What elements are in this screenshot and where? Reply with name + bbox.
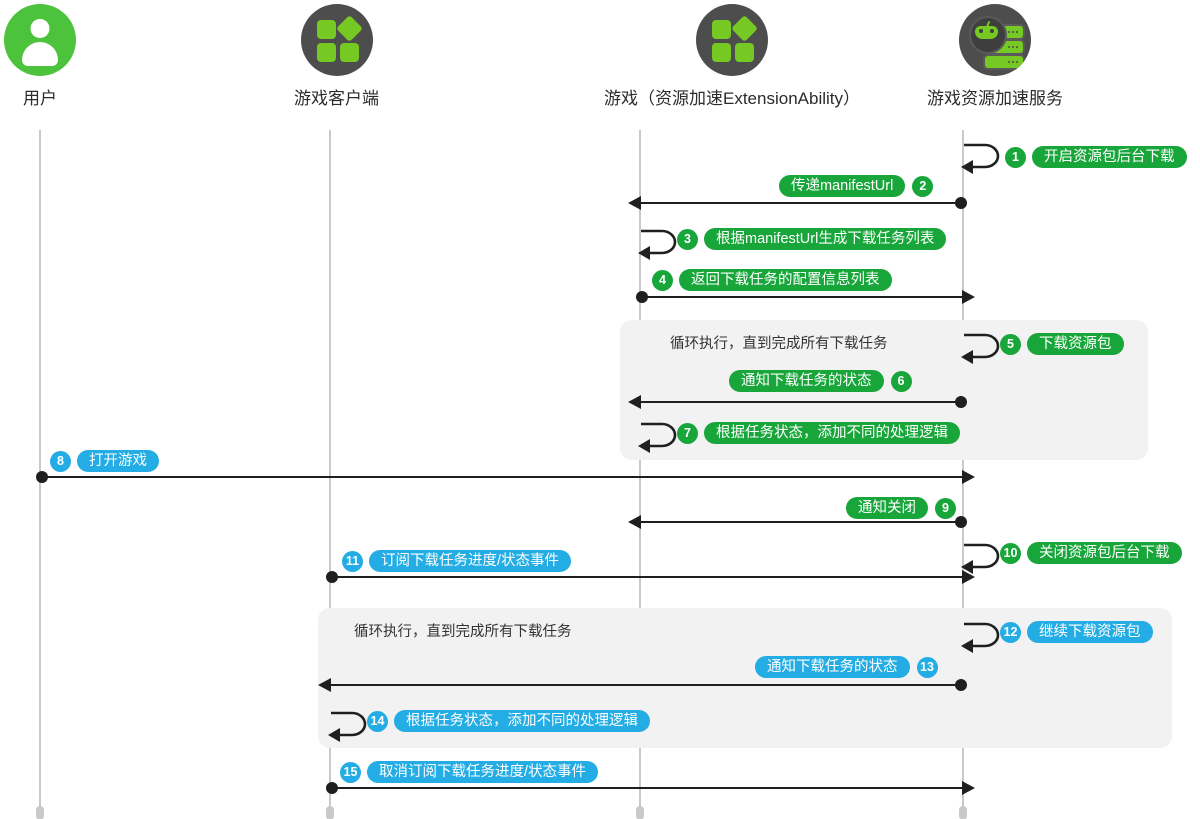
message-6-text: 通知下载任务的状态 xyxy=(729,370,884,392)
self-loop-arrow-7 xyxy=(638,420,677,454)
message-2-arrow xyxy=(628,196,967,210)
message-4-text: 返回下载任务的配置信息列表 xyxy=(679,269,892,291)
message-15-arrow xyxy=(326,781,975,795)
message-2-text: 传递manifestUrl xyxy=(779,175,906,197)
message-8-number: 8 xyxy=(50,450,71,472)
message-3-text: 根据manifestUrl生成下载任务列表 xyxy=(704,228,947,250)
message-10-label: 10 关闭资源包后台下载 xyxy=(1000,542,1182,564)
message-11-arrow xyxy=(326,570,975,584)
message-6-number: 6 xyxy=(890,370,912,392)
message-7-number: 7 xyxy=(677,422,698,444)
actor-game-client[interactable]: 游戏客户端 xyxy=(294,4,379,107)
message-11-label: 11 订阅下载任务进度/状态事件 xyxy=(342,550,572,572)
lifeline-client xyxy=(326,130,334,819)
message-4-number: 4 xyxy=(652,269,673,291)
user-avatar-icon xyxy=(4,4,76,76)
actor-label-extension-ability: 游戏（资源加速ExtensionAbility） xyxy=(604,89,861,108)
message-7-label: 7 根据任务状态，添加不同的处理逻辑 xyxy=(677,422,960,444)
message-1-number: 1 xyxy=(1005,146,1026,168)
message-8-text: 打开游戏 xyxy=(77,450,159,472)
lifeline-ext xyxy=(636,130,644,819)
message-13-text: 通知下载任务的状态 xyxy=(755,656,910,678)
message-10-text: 关闭资源包后台下载 xyxy=(1027,542,1182,564)
message-4-arrow xyxy=(636,290,975,304)
extension-blocks-icon xyxy=(696,4,768,76)
message-3-label: 3 根据manifestUrl生成下载任务列表 xyxy=(677,228,947,250)
actor-extension-ability[interactable]: 游戏（资源加速ExtensionAbility） xyxy=(604,4,860,107)
message-5-text: 下载资源包 xyxy=(1027,333,1124,355)
loop-frame-2-label: 循环执行，直到完成所有下载任务 xyxy=(354,624,572,640)
message-13-label: 通知下载任务的状态 13 xyxy=(755,656,938,678)
message-11-number: 11 xyxy=(342,550,363,572)
message-13-arrow xyxy=(318,678,967,692)
message-14-label: 14 根据任务状态，添加不同的处理逻辑 xyxy=(367,710,650,732)
message-1-text: 开启资源包后台下载 xyxy=(1032,146,1187,168)
message-9-number: 9 xyxy=(935,497,956,519)
message-11-text: 订阅下载任务进度/状态事件 xyxy=(369,550,572,572)
message-3-number: 3 xyxy=(677,228,698,250)
message-6-label: 通知下载任务的状态 6 xyxy=(729,370,912,392)
loop-frame-1-label: 循环执行，直到完成所有下载任务 xyxy=(670,336,888,352)
message-5-label: 5 下载资源包 xyxy=(1000,333,1124,355)
self-loop-arrow-1 xyxy=(961,141,1000,175)
message-8-label: 8 打开游戏 xyxy=(50,450,159,472)
message-8-arrow xyxy=(36,470,975,484)
message-2-label: 传递manifestUrl 2 xyxy=(779,175,934,197)
message-12-number: 12 xyxy=(1000,621,1021,643)
message-2-number: 2 xyxy=(912,175,934,197)
message-7-text: 根据任务状态，添加不同的处理逻辑 xyxy=(704,422,960,444)
game-client-blocks-icon xyxy=(300,4,373,76)
message-15-label: 15 取消订阅下载任务进度/状态事件 xyxy=(340,761,599,783)
message-9-text: 通知关闭 xyxy=(846,497,928,519)
message-12-label: 12 继续下载资源包 xyxy=(1000,621,1153,643)
message-6-arrow xyxy=(628,395,967,409)
message-15-text: 取消订阅下载任务进度/状态事件 xyxy=(367,761,599,783)
message-5-number: 5 xyxy=(1000,333,1021,355)
self-loop-arrow-14 xyxy=(328,709,367,743)
actor-label-user: 用户 xyxy=(23,89,57,108)
self-loop-arrow-12 xyxy=(961,620,1000,654)
message-1-label: 1 开启资源包后台下载 xyxy=(1005,146,1187,168)
message-15-number: 15 xyxy=(340,761,361,783)
message-9-label: 通知关闭 9 xyxy=(846,497,956,519)
self-loop-arrow-3 xyxy=(638,227,677,261)
actor-label-acceleration-service: 游戏资源加速服务 xyxy=(927,89,1063,108)
self-loop-arrow-5 xyxy=(961,331,1000,365)
message-9-arrow xyxy=(628,515,967,529)
message-12-text: 继续下载资源包 xyxy=(1027,621,1153,643)
actor-user[interactable]: 用户 xyxy=(4,4,76,107)
message-14-text: 根据任务状态，添加不同的处理逻辑 xyxy=(394,710,650,732)
message-10-number: 10 xyxy=(1000,542,1021,564)
actor-label-game-client: 游戏客户端 xyxy=(294,89,379,108)
message-13-number: 13 xyxy=(916,656,938,678)
actor-acceleration-service[interactable]: 游戏资源加速服务 xyxy=(927,4,1063,107)
message-4-label: 4 返回下载任务的配置信息列表 xyxy=(652,269,892,291)
game-server-icon xyxy=(959,4,1031,76)
message-14-number: 14 xyxy=(367,710,388,732)
